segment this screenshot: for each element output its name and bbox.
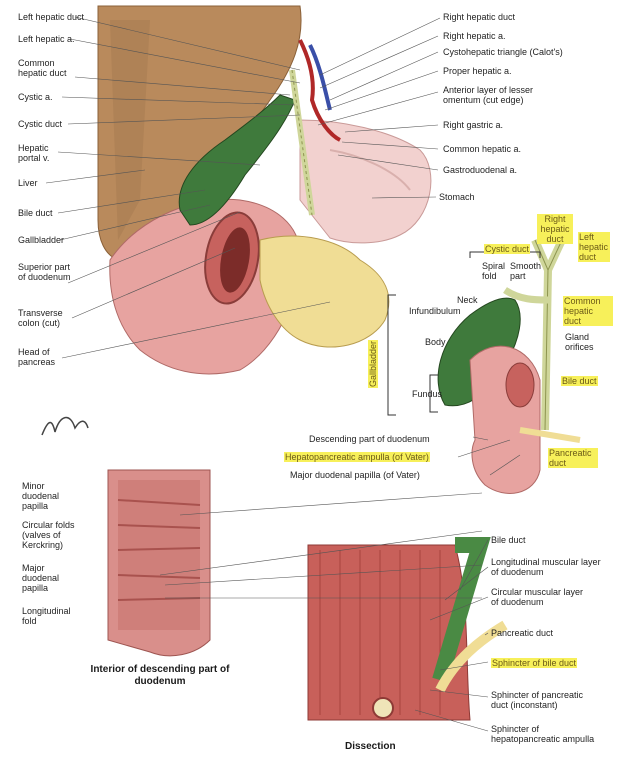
inset-illustration [437,238,581,494]
label-inset-gland-orifices: Gland orifices [565,332,594,352]
label-sphincter-of-pancreatic-duct: Sphincter of pancreatic duct (inconstant… [491,690,584,710]
label-longitudinal-muscular-layer: Longitudinal muscular layer of duodenum [491,557,601,577]
label-superior-part-of-duodenum: Superior part of duodenum [18,262,71,282]
label-inset-smooth-part: Smooth part [510,261,542,281]
label-gastroduodenal-a: Gastroduodenal a. [443,165,518,175]
label-inset-bile-duct: Bile duct [561,376,598,386]
dissection-pancreatic-duct [435,620,508,693]
leader-lines [45,16,521,732]
stomach [299,119,432,244]
label-minor-duodenal-papilla: Minor duodenal papilla [22,481,60,511]
dissection-duodenum [307,544,471,721]
label-cystic-a: Cystic a. [18,92,53,102]
inset-bracket-fundus [429,374,438,413]
label-anterior-layer-lesser-omentum: Anterior layer of lesser omentum (cut ed… [443,85,534,105]
vessels [298,39,342,142]
caption-interior: Interior of descending part of duodenum [90,664,230,687]
label-longitudinal-fold: Longitudinal fold [22,606,71,626]
label-inset-pancreatic-duct: Pancreatic duct [548,448,598,468]
label-hepatic-portal-v: Hepatic portal v. [18,143,50,163]
label-dissection-bile-duct: Bile duct [491,535,526,545]
pancreas [259,235,390,348]
label-major-duodenal-papilla: Major duodenal papilla [22,563,60,593]
label-gallbladder: Gallbladder [18,235,65,245]
label-cystic-duct: Cystic duct [18,119,63,129]
label-circular-muscular-layer: Circular muscular layer of duodenum [491,587,584,607]
label-inset-infundibulum: Infundibulum [409,306,461,316]
dissection-bile-duct [432,537,491,683]
label-inset-left-hepatic-duct: Left hepatic duct [578,232,610,262]
label-inset-hepatopancreatic-ampulla: Hepatopancreatic ampulla (of Vater) [284,452,430,462]
label-proper-hepatic-a: Proper hepatic a. [443,66,512,76]
label-inset-cystic-duct: Cystic duct [484,244,531,254]
label-common-hepatic-duct: Common hepatic duct [18,58,67,78]
label-common-hepatic-a: Common hepatic a. [443,144,522,154]
label-cystohepatic-triangle: Cystohepatic triangle (Calot's) [443,47,563,57]
label-inset-body: Body [425,337,446,347]
caption-dissection: Dissection [345,741,396,752]
signature [41,416,89,436]
label-sphincter-hepatopancreatic-ampulla: Sphincter of hepatopancreatic ampulla [491,724,595,744]
label-right-hepatic-a: Right hepatic a. [443,31,506,41]
label-inset-descending-duodenum: Descending part of duodenum [309,434,430,444]
label-sphincter-of-bile-duct: Sphincter of bile duct [491,658,578,668]
label-transverse-colon: Transverse colon (cut) [18,308,63,328]
label-liver: Liver [18,178,38,188]
label-stomach: Stomach [439,192,475,202]
inset-bracket-gallbladder [387,294,396,416]
label-inset-spiral-fold: Spiral fold [482,261,506,281]
label-head-of-pancreas: Head of pancreas [18,347,56,367]
label-right-hepatic-duct: Right hepatic duct [443,12,516,22]
stomach-curve [329,149,411,191]
interior-illustration [107,469,211,657]
label-circular-folds: Circular folds (valves of Kerckring) [22,520,75,550]
label-inset-gallbladder: Gallbladder [368,339,378,388]
label-inset-fundus: Fundus [412,389,443,399]
label-inset-major-duodenal-papilla: Major duodenal papilla (of Vater) [290,470,420,480]
main-illustration [97,5,432,375]
label-right-gastric-a: Right gastric a. [443,120,504,130]
label-inset-common-hepatic-duct: Common hepatic duct [563,296,613,326]
label-left-hepatic-a: Left hepatic a. [18,34,75,44]
label-inset-neck: Neck [457,295,478,305]
label-dissection-pancreatic-duct: Pancreatic duct [491,628,554,638]
label-left-hepatic-duct: Left hepatic duct [18,12,85,22]
label-inset-right-hepatic-duct: Right hepatic duct [537,214,573,244]
label-bile-duct: Bile duct [18,208,53,218]
dissection-illustration [307,537,508,721]
